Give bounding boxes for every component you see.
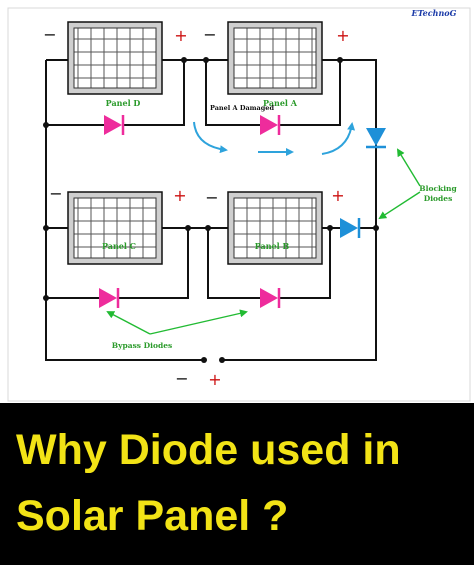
plus-sign-b: + bbox=[331, 186, 344, 205]
panel-a-label: Panel A bbox=[263, 98, 298, 108]
panel-a-damaged-label: Panel A Damaged bbox=[210, 104, 274, 112]
circuit-wires bbox=[45, 59, 377, 361]
bypass-diode-a bbox=[260, 115, 281, 135]
annotation-lines bbox=[106, 148, 421, 335]
solar-panel-a bbox=[227, 21, 323, 95]
solar-circuit-diagram: ETechnoG Panel D Panel A Panel C Panel B… bbox=[7, 7, 471, 402]
plus-sign-d: + bbox=[174, 26, 187, 45]
blocking-diode-bottom bbox=[340, 218, 361, 238]
panel-c-label: Panel C bbox=[102, 241, 136, 251]
plus-sign-a: + bbox=[336, 26, 349, 45]
minus-sign-c: − bbox=[49, 184, 62, 203]
minus-sign-output: − bbox=[175, 369, 188, 388]
bypass-diodes-label: Bypass Diodes bbox=[112, 341, 172, 350]
title-line-1: Why Diode used in bbox=[16, 426, 401, 474]
bypass-diode-d bbox=[104, 115, 125, 135]
minus-sign-d: − bbox=[43, 25, 56, 44]
title-line-2: Solar Panel ? bbox=[16, 492, 289, 540]
solar-panel-b bbox=[227, 191, 323, 265]
current-flow-arrows bbox=[193, 121, 356, 156]
brand-logo: ETechnoG bbox=[411, 8, 457, 18]
solar-panel-d bbox=[67, 21, 163, 95]
minus-sign-b: − bbox=[205, 188, 218, 207]
blocking-diodes-label-2: Diodes bbox=[424, 194, 453, 203]
title-banner: Why Diode used in Solar Panel ? bbox=[0, 403, 474, 565]
plus-sign-output: + bbox=[208, 370, 221, 389]
polarity-signs: − + − + − + − + − + bbox=[43, 25, 349, 389]
bypass-diode-c bbox=[99, 288, 120, 308]
minus-sign-a: − bbox=[203, 25, 216, 44]
junction-dots bbox=[43, 57, 379, 363]
blocking-diodes-label-1: Blocking bbox=[419, 184, 457, 193]
panel-d-label: Panel D bbox=[106, 98, 141, 108]
blocking-diode-top bbox=[366, 128, 386, 149]
diagram-frame bbox=[7, 7, 471, 402]
plus-sign-c: + bbox=[173, 186, 186, 205]
panel-b-label: Panel B bbox=[255, 241, 290, 251]
solar-panel-c bbox=[67, 191, 163, 265]
bypass-diode-b bbox=[260, 288, 281, 308]
